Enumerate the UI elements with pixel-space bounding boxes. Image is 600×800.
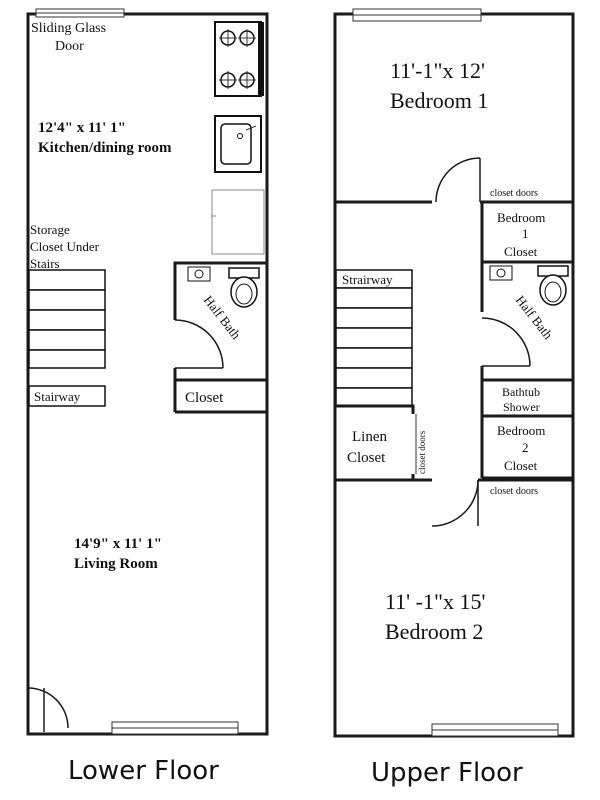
- bedroom1-closet-label-line3: Closet: [504, 244, 538, 259]
- linen-closet-label-line1: Linen: [352, 429, 387, 445]
- living-room-name: Living Room: [74, 556, 158, 572]
- stove-icon: [214, 21, 264, 97]
- upper-half-bath-door-swing: [481, 317, 531, 367]
- bedroom1-door-swing: [435, 157, 481, 203]
- lower-floor-plan: Sliding Glass Door 12'4" x 11' 1" Kitche…: [26, 8, 269, 736]
- sink-icon: [214, 115, 262, 173]
- lower-closet-label: Closet: [185, 390, 224, 406]
- sliding-door-label-line2: Door: [55, 39, 84, 54]
- upper-stairs: [335, 269, 413, 407]
- bedroom1-closet-label-line2: 1: [522, 226, 529, 241]
- refrigerator-icon: [211, 189, 265, 255]
- half-bath-door-swing: [174, 319, 224, 369]
- storage-label-line2: Closet Under: [30, 239, 100, 254]
- lower-stairs: [28, 269, 106, 407]
- sliding-door-label-line1: Sliding Glass: [31, 21, 106, 36]
- upper-toilet-icon: [537, 265, 569, 306]
- closet-doors-bottom-label: closet doors: [490, 486, 538, 497]
- bedroom1-name: Bedroom 1: [390, 88, 488, 113]
- bedroom2-closet-label-line1: Bedroom: [497, 423, 545, 438]
- lower-floor-caption: Lower Floor: [68, 756, 219, 786]
- bathtub-label-line2: Shower: [503, 400, 540, 414]
- lower-stairway-label: Stairway: [34, 389, 81, 404]
- upper-stairway-label: Strairway: [342, 272, 393, 287]
- storage-label-line1: Storage: [30, 222, 70, 237]
- bedroom1-dimensions: 11'-1"x 12': [390, 58, 485, 83]
- bedroom2-closet-label-line3: Closet: [504, 458, 538, 473]
- upper-bath-sink-icon: [489, 265, 513, 281]
- bedroom2-name: Bedroom 2: [385, 619, 483, 644]
- bedroom1-closet-label-line1: Bedroom: [497, 210, 545, 225]
- bedroom2-door-swing: [431, 479, 479, 527]
- toilet-icon: [228, 267, 260, 308]
- kitchen-dimensions: 12'4" x 11' 1": [38, 120, 126, 136]
- closet-doors-side-label: closet doors: [417, 430, 427, 474]
- front-door-swing: [27, 687, 69, 729]
- kitchen-name: Kitchen/dining room: [38, 140, 172, 156]
- bedroom2-dimensions: 11' -1"x 15': [385, 589, 485, 614]
- storage-label-line3: Stairs: [30, 256, 60, 271]
- linen-closet-label-line2: Closet: [347, 450, 386, 466]
- bath-sink-icon: [187, 266, 211, 282]
- bathtub-label-line1: Bathtub: [502, 385, 540, 399]
- living-room-dimensions: 14'9" x 11' 1": [74, 536, 162, 552]
- upper-floor-plan: 11'-1"x 12' Bedroom 1 closet doors Bedro…: [333, 8, 575, 738]
- closet-doors-top-label: closet doors: [490, 188, 538, 199]
- bedroom2-closet-label-line2: 2: [522, 440, 529, 455]
- upper-floor-caption: Upper Floor: [371, 758, 523, 788]
